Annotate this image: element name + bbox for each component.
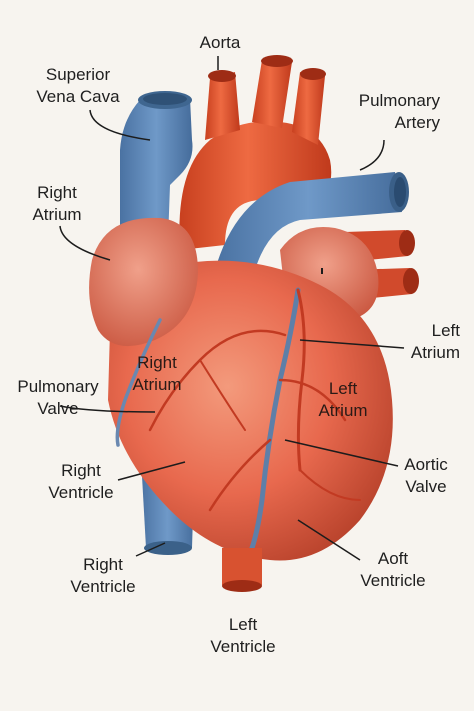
label-pulmonary-valve: Pulmonary Valve: [17, 377, 99, 418]
pulmonary-artery-shape: [215, 172, 409, 290]
label-pulmonary-artery: Pulmonary Artery: [358, 91, 440, 132]
label-left-atrium-outer: Left Atrium: [410, 321, 460, 362]
descending-aorta-shape: [222, 548, 262, 589]
ventricle-mass-shape: [108, 260, 393, 561]
inferior-vena-cava-opening: [144, 541, 192, 555]
descending-aorta-opening: [222, 580, 262, 592]
aorta-shape: [179, 55, 332, 250]
superior-vena-cava-shape: [120, 91, 193, 250]
label-aoft-ventricle: Aoft Ventricle: [360, 549, 426, 590]
right-atrium-shape: [89, 217, 198, 347]
label-right-atrium-inner: Right Atrium: [132, 353, 182, 394]
label-left-ventricle: Left Ventricle: [210, 615, 276, 656]
label-aorta: Aorta: [199, 33, 241, 52]
coronary-vessels: [115, 287, 361, 551]
label-superior-vena-cava: Superior Vena Cava: [36, 65, 120, 106]
label-aortic-valve: Aortic Valve: [404, 455, 448, 496]
leader-lines: [59, 56, 405, 561]
label-right-ventricle-mid: Right Ventricle: [48, 461, 114, 502]
label-right-ventricle-low: Right Ventricle: [70, 555, 136, 596]
label-right-atrium-outer: Right Atrium: [32, 183, 82, 224]
label-left-atrium-inner: Left Atrium: [318, 379, 368, 420]
